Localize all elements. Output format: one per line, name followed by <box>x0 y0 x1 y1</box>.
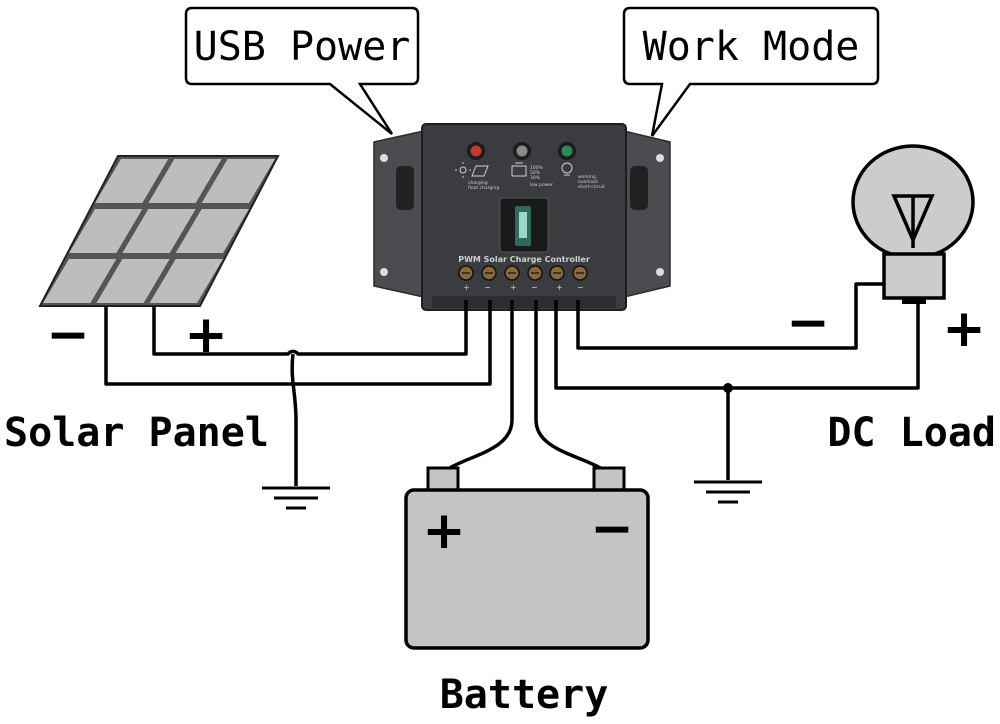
float-charging-caption: float charging <box>468 185 499 191</box>
solar-cell <box>69 209 143 253</box>
working-caption: working <box>578 174 596 180</box>
svg-text:−: − <box>484 283 491 292</box>
battery-50-caption: 50% <box>530 170 541 176</box>
load-plus-sign: + <box>942 299 986 359</box>
battery-negative-wire <box>534 300 605 472</box>
solar-cell <box>149 259 223 303</box>
battery-minus-sign: − <box>590 499 634 559</box>
battery <box>404 466 650 650</box>
solar-panel <box>38 155 280 307</box>
lightbulb-icon <box>561 162 573 176</box>
overload-caption: overload <box>578 179 598 185</box>
low-power-caption: low power <box>530 182 553 188</box>
svg-text:+: + <box>510 283 517 292</box>
dc-load-bulb <box>851 144 975 304</box>
solar-cell <box>175 209 249 253</box>
sun-panel-icon <box>455 162 489 178</box>
battery-label: Battery <box>440 672 609 718</box>
wiring <box>104 282 920 486</box>
controller-title: PWM Solar Charge Controller <box>458 255 590 264</box>
svg-text:−: − <box>577 283 584 292</box>
battery-30-caption: 30% <box>530 175 541 181</box>
charging-caption: charging <box>468 180 488 186</box>
solar-panel-cells <box>43 159 275 303</box>
battery-positive-wire <box>445 300 514 472</box>
solar-cell <box>122 209 196 253</box>
load-led <box>561 145 573 157</box>
load-positive-wire <box>554 300 920 390</box>
solar-cell <box>201 159 275 203</box>
svg-text:+: + <box>463 283 470 292</box>
load-minus-sign: − <box>786 293 830 353</box>
solar-cell <box>43 259 117 303</box>
load-junction-dot <box>723 383 733 393</box>
solar-cell <box>148 159 222 203</box>
solar-cell <box>95 159 169 203</box>
usb-power-label: USB Power <box>194 24 411 70</box>
solar-ground-wire <box>290 353 298 486</box>
battery-100-caption: 100% <box>530 165 544 171</box>
svg-text:−: − <box>531 283 538 292</box>
solar-panel-label: Solar Panel <box>4 410 269 456</box>
solar-plus-sign: + <box>184 305 228 365</box>
battery-plus-sign: + <box>422 501 466 561</box>
terminal-block <box>458 265 588 281</box>
usb-power-callout: USB Power <box>184 6 420 135</box>
battery-level-icon <box>511 162 527 177</box>
solar-ground-icon <box>262 486 330 510</box>
load-negative-wire <box>576 282 884 350</box>
work-mode-label: Work Mode <box>643 24 860 70</box>
load-ground-icon <box>694 480 762 504</box>
solar-negative-wire <box>104 300 492 386</box>
battery-led <box>516 145 528 157</box>
solar-cell <box>96 259 170 303</box>
work-mode-callout: Work Mode <box>622 6 880 137</box>
svg-text:+: + <box>556 283 563 292</box>
dc-load-label: DC Load <box>827 410 996 456</box>
short-circuit-caption: short-circuit <box>578 184 605 190</box>
charging-led <box>470 145 482 157</box>
solar-minus-sign: − <box>46 305 90 365</box>
charge-controller: charging float charging 100% 50% 30% low… <box>373 123 671 311</box>
solar-positive-wire <box>152 300 468 356</box>
